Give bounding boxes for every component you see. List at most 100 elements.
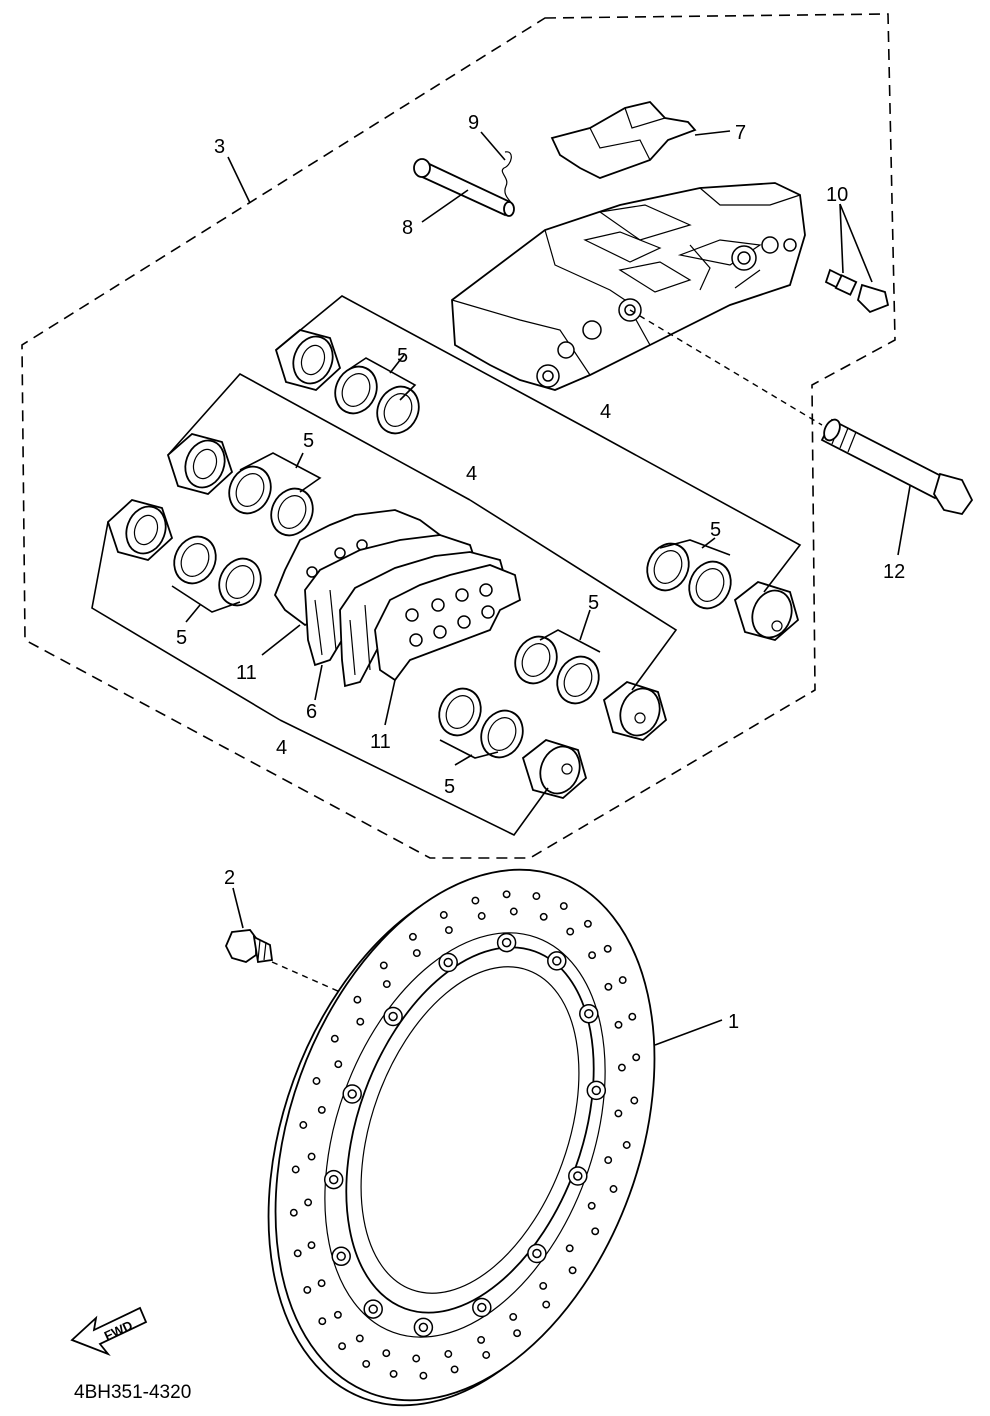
disc-drill-holes: [289, 890, 641, 1380]
disc-drill-hole: [559, 902, 568, 911]
disc-drill-hole: [539, 912, 548, 921]
callout-4: 4: [600, 401, 611, 423]
disc-bolt: [225, 929, 274, 964]
disc-drill-hole: [539, 1281, 548, 1290]
piston: [733, 581, 800, 641]
disc-drill-hole: [355, 1334, 364, 1343]
callout-9: 9: [468, 112, 479, 134]
disc-drill-hole: [628, 1012, 637, 1021]
piston-seal-set: [228, 465, 314, 537]
pad-spring: [550, 101, 697, 179]
disc-drill-hole: [502, 890, 511, 899]
disc-drill-hole: [604, 1156, 613, 1165]
disc-drill-hole: [542, 1300, 551, 1309]
disc-drill-hole: [617, 1063, 626, 1072]
disc-drill-hole: [583, 919, 592, 928]
disc-floating-button: [336, 1251, 346, 1262]
piston-seal-set: [514, 635, 600, 705]
disc-drill-hole: [303, 1285, 312, 1294]
disc-drill-hole: [513, 1329, 522, 1338]
disc-drill-hole: [482, 1351, 491, 1359]
disc-drill-hole: [632, 1053, 641, 1062]
disc-floating-button: [443, 957, 453, 968]
piston: [521, 739, 588, 799]
disc-drill-hole: [304, 1198, 313, 1207]
disc-floating-button: [347, 1089, 357, 1099]
disc-drill-hole: [588, 951, 597, 960]
disc-drill-hole: [450, 1365, 459, 1374]
callout-12: 12: [883, 561, 905, 583]
callout-5: 5: [710, 519, 721, 541]
disc-drill-hole: [587, 1201, 596, 1210]
disc-drill-hole: [477, 912, 486, 920]
pad-pin-clip: [501, 151, 513, 205]
disc-floating-button: [591, 1085, 602, 1096]
disc-drill-hole: [412, 1354, 421, 1363]
callout-numbers: 1 2 3 4 4 4 5 5 5 5 5 5 6 7 8 9 10 11 11…: [176, 112, 905, 1033]
disc-drill-hole: [419, 1371, 428, 1380]
disc-floating-button: [368, 1304, 378, 1314]
disc-drill-hole: [291, 1165, 300, 1174]
callout-1: 1: [728, 1011, 739, 1033]
callout-2: 2: [224, 867, 235, 889]
piston: [166, 433, 234, 495]
callout-5: 5: [397, 345, 408, 367]
fwd-label: FWD: [102, 1318, 135, 1344]
forward-direction-arrow: FWD: [70, 1306, 148, 1357]
disc-drill-hole: [318, 1317, 327, 1326]
disc-drill-hole: [604, 982, 613, 991]
disc-drill-hole: [330, 1034, 339, 1043]
disc-drill-hole: [299, 1121, 308, 1129]
piston-seal-set: [646, 542, 732, 610]
disc-drill-hole: [603, 944, 612, 953]
disc-drill-hole: [353, 995, 362, 1004]
disc-drill-hole: [444, 1350, 453, 1358]
disc-drill-hole: [408, 932, 417, 941]
disc-drill-hole: [565, 1244, 574, 1253]
callout-3: 3: [214, 136, 225, 158]
callout-7: 7: [735, 122, 746, 144]
callout-5: 5: [444, 776, 455, 798]
disc-drill-hole: [614, 1109, 623, 1118]
callout-4: 4: [276, 737, 287, 759]
callout-4: 4: [466, 463, 477, 485]
disc-drill-hole: [317, 1279, 326, 1288]
callout-5: 5: [176, 627, 187, 649]
disc-floating-button: [418, 1322, 429, 1333]
disc-drill-hole: [566, 927, 575, 936]
callout-5: 5: [588, 592, 599, 614]
disc-drill-hole: [333, 1310, 342, 1319]
diagram-reference-code: 4BH351-4320: [74, 1382, 191, 1403]
disc-drill-hole: [356, 1017, 365, 1026]
disc-drill-hole: [312, 1077, 321, 1085]
disc-drill-hole: [439, 911, 448, 919]
disc-drill-hole: [622, 1141, 631, 1149]
disc-drill-hole: [382, 980, 391, 989]
callout-5: 5: [303, 430, 314, 452]
piston-seal-set: [334, 365, 420, 435]
bleed-screw-and-cap: [824, 268, 890, 314]
callout-11: 11: [236, 662, 257, 684]
disc-drill-hole: [509, 1312, 518, 1321]
piston: [106, 499, 174, 561]
callout-6: 6: [306, 701, 317, 723]
disc-drill-hole: [568, 1266, 577, 1275]
disc-floating-button: [532, 1248, 542, 1259]
disc-drill-hole: [317, 1105, 326, 1114]
disc-drill-hole: [412, 949, 421, 958]
disc-drill-hole: [382, 1349, 391, 1358]
piston: [274, 329, 342, 391]
disc-drill-hole: [630, 1096, 639, 1105]
disc-drill-hole: [334, 1060, 343, 1069]
disc-floating-buttons: [323, 932, 607, 1338]
pad-shim: [374, 564, 522, 682]
disc-drill-hole: [609, 1185, 618, 1193]
disc-floating-button: [573, 1171, 583, 1181]
disc-drill-hole: [471, 896, 480, 905]
caliper-body: [451, 182, 806, 391]
disc-drill-hole: [389, 1369, 398, 1378]
leader-lines: [91, 130, 911, 1046]
callout-11: 11: [370, 731, 391, 753]
callout-8: 8: [402, 217, 413, 239]
